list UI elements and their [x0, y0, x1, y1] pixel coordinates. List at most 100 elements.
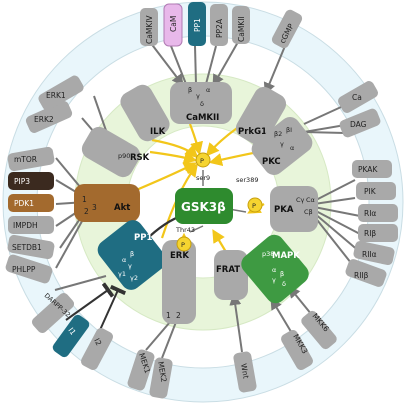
- svg-text:ERK: ERK: [170, 251, 189, 261]
- svg-text:MEK2: MEK2: [156, 361, 169, 383]
- inner-box-mapk[interactable]: p38 MAPK α β γ δ: [237, 231, 313, 308]
- svg-text:PHLPP: PHLPP: [12, 265, 36, 274]
- svg-text:β2: β2: [274, 130, 282, 138]
- inner-box-pp1[interactable]: PP1 α β γ γ1 γ2: [94, 216, 171, 294]
- outer-box-i2[interactable]: I2: [79, 326, 115, 372]
- outer-box-pip3[interactable]: PIP3: [8, 172, 54, 190]
- svg-text:CaMKIV: CaMKIV: [145, 15, 154, 44]
- outer-box-mek2[interactable]: MEK2: [149, 357, 174, 400]
- ser389-label: ser389: [236, 176, 258, 184]
- svg-text:FRAT: FRAT: [216, 265, 240, 275]
- svg-text:PIK: PIK: [364, 187, 377, 196]
- outer-box-mek1[interactable]: MEK1: [126, 348, 155, 392]
- outer-box-impdh[interactable]: IMPDH: [8, 216, 54, 234]
- inner-box-camkii[interactable]: β γ α δ CaMKII: [170, 82, 232, 124]
- svg-text:Cα: Cα: [306, 196, 315, 204]
- outer-box-camkii[interactable]: CaMKII: [232, 6, 250, 44]
- inner-box-akt[interactable]: 1 2 3 Akt: [74, 184, 140, 222]
- outer-box-dag[interactable]: DAG: [338, 107, 382, 139]
- svg-text:RIIβ: RIIβ: [354, 271, 369, 280]
- inner-box-pka[interactable]: PKA Cγ Cα Cβ: [270, 186, 318, 232]
- svg-text:α: α: [122, 256, 126, 264]
- outer-box-pkak[interactable]: PKAK: [352, 160, 392, 178]
- svg-text:α: α: [272, 266, 276, 274]
- svg-text:SETDB1: SETDB1: [12, 243, 42, 252]
- svg-text:β: β: [130, 250, 134, 258]
- svg-text:P: P: [200, 157, 204, 165]
- inner-box-frat[interactable]: FRAT: [214, 250, 248, 300]
- phospho-ser389: P: [247, 197, 263, 213]
- svg-text:CaM: CaM: [169, 16, 178, 32]
- svg-text:CaMKII: CaMKII: [186, 113, 219, 123]
- svg-text:PKA: PKA: [274, 205, 294, 215]
- svg-text:PP2A: PP2A: [215, 18, 224, 38]
- outer-box-rib[interactable]: RIβ: [358, 224, 398, 242]
- outer-box-erk2[interactable]: ERK2: [24, 99, 73, 134]
- outer-box-cam[interactable]: CaM: [163, 3, 183, 47]
- phospho-ser9: P: [195, 152, 211, 168]
- outer-box-pp2a[interactable]: PP2A: [210, 4, 228, 46]
- svg-text:δ: δ: [282, 280, 286, 288]
- outer-box-mtor[interactable]: mTOR: [7, 146, 55, 172]
- svg-text:β: β: [188, 86, 192, 94]
- thr43-label: Thr43: [175, 226, 195, 234]
- outer-box-riia[interactable]: RIIα: [353, 240, 396, 266]
- svg-text:Ca: Ca: [352, 93, 362, 102]
- outer-box-ria[interactable]: RIα: [358, 204, 398, 222]
- svg-text:GSK3β: GSK3β: [181, 200, 226, 214]
- svg-text:P: P: [252, 202, 256, 210]
- svg-text:Akt: Akt: [114, 203, 130, 213]
- svg-text:PrkG1: PrkG1: [238, 127, 267, 137]
- svg-text:1: 1: [166, 311, 171, 320]
- svg-text:PP1: PP1: [193, 18, 202, 32]
- outer-box-pp1[interactable]: PP1: [188, 2, 206, 46]
- ser9-label: ser9: [196, 174, 210, 182]
- gsk3b-node[interactable]: GSK3β: [175, 188, 233, 224]
- svg-text:PKAK: PKAK: [358, 165, 378, 174]
- svg-text:DAG: DAG: [350, 120, 367, 129]
- svg-text:Wnt: Wnt: [239, 363, 250, 380]
- svg-text:γ: γ: [196, 92, 200, 100]
- svg-text:2: 2: [176, 311, 181, 320]
- svg-text:MAPK: MAPK: [272, 251, 300, 261]
- svg-text:I2: I2: [92, 337, 103, 348]
- svg-text:PDK1: PDK1: [14, 199, 34, 208]
- svg-text:βI: βI: [286, 126, 292, 134]
- svg-text:RIβ: RIβ: [364, 229, 376, 238]
- outer-box-setdb1[interactable]: SETDB1: [7, 234, 55, 260]
- svg-text:P: P: [181, 241, 185, 249]
- outer-box-camkiv[interactable]: CaMKIV: [140, 8, 158, 46]
- outer-box-pdk1[interactable]: PDK1: [8, 194, 54, 212]
- svg-text:Cγ: Cγ: [296, 196, 305, 204]
- frat-mapk-connectors: [212, 229, 227, 253]
- svg-text:PIP3: PIP3: [14, 177, 30, 186]
- svg-text:p90: p90: [118, 152, 130, 160]
- outer-box-cgmp[interactable]: cGMP: [270, 8, 304, 50]
- svg-text:γ: γ: [280, 140, 284, 148]
- svg-text:p38: p38: [262, 250, 274, 258]
- inner-box-prkg1[interactable]: PrkG1: [232, 83, 289, 148]
- outer-box-ca[interactable]: Ca: [336, 79, 380, 115]
- outer-box-wnt[interactable]: Wnt: [233, 351, 258, 394]
- svg-text:β: β: [280, 270, 284, 278]
- svg-text:RIα: RIα: [364, 209, 376, 218]
- phospho-thr43: P: [176, 236, 192, 252]
- svg-text:γ: γ: [128, 262, 132, 270]
- svg-text:γ1: γ1: [118, 270, 126, 278]
- inner-box-pkc[interactable]: β2 βI γ α PKC: [248, 113, 317, 179]
- svg-text:IMPDH: IMPDH: [13, 221, 38, 230]
- outer-box-pik[interactable]: PIK: [356, 182, 396, 200]
- outer-box-erk1[interactable]: ERK1: [37, 74, 86, 113]
- outer-box-i1[interactable]: I1: [51, 313, 91, 359]
- svg-text:3: 3: [92, 203, 97, 212]
- inner-box-erk[interactable]: ERK 1 2: [162, 240, 196, 324]
- inner-box-rsk[interactable]: p90 RSK: [78, 123, 150, 180]
- svg-text:mTOR: mTOR: [14, 155, 37, 164]
- svg-text:α: α: [206, 86, 210, 94]
- svg-text:γ: γ: [272, 276, 276, 284]
- svg-text:PKC: PKC: [262, 157, 281, 167]
- outer-box-phlpp[interactable]: PHLPP: [4, 253, 53, 284]
- inner-box-ilk[interactable]: ILK: [117, 81, 173, 145]
- svg-text:CaMKII: CaMKII: [237, 16, 246, 42]
- outer-box-riib[interactable]: RIIβ: [344, 258, 388, 289]
